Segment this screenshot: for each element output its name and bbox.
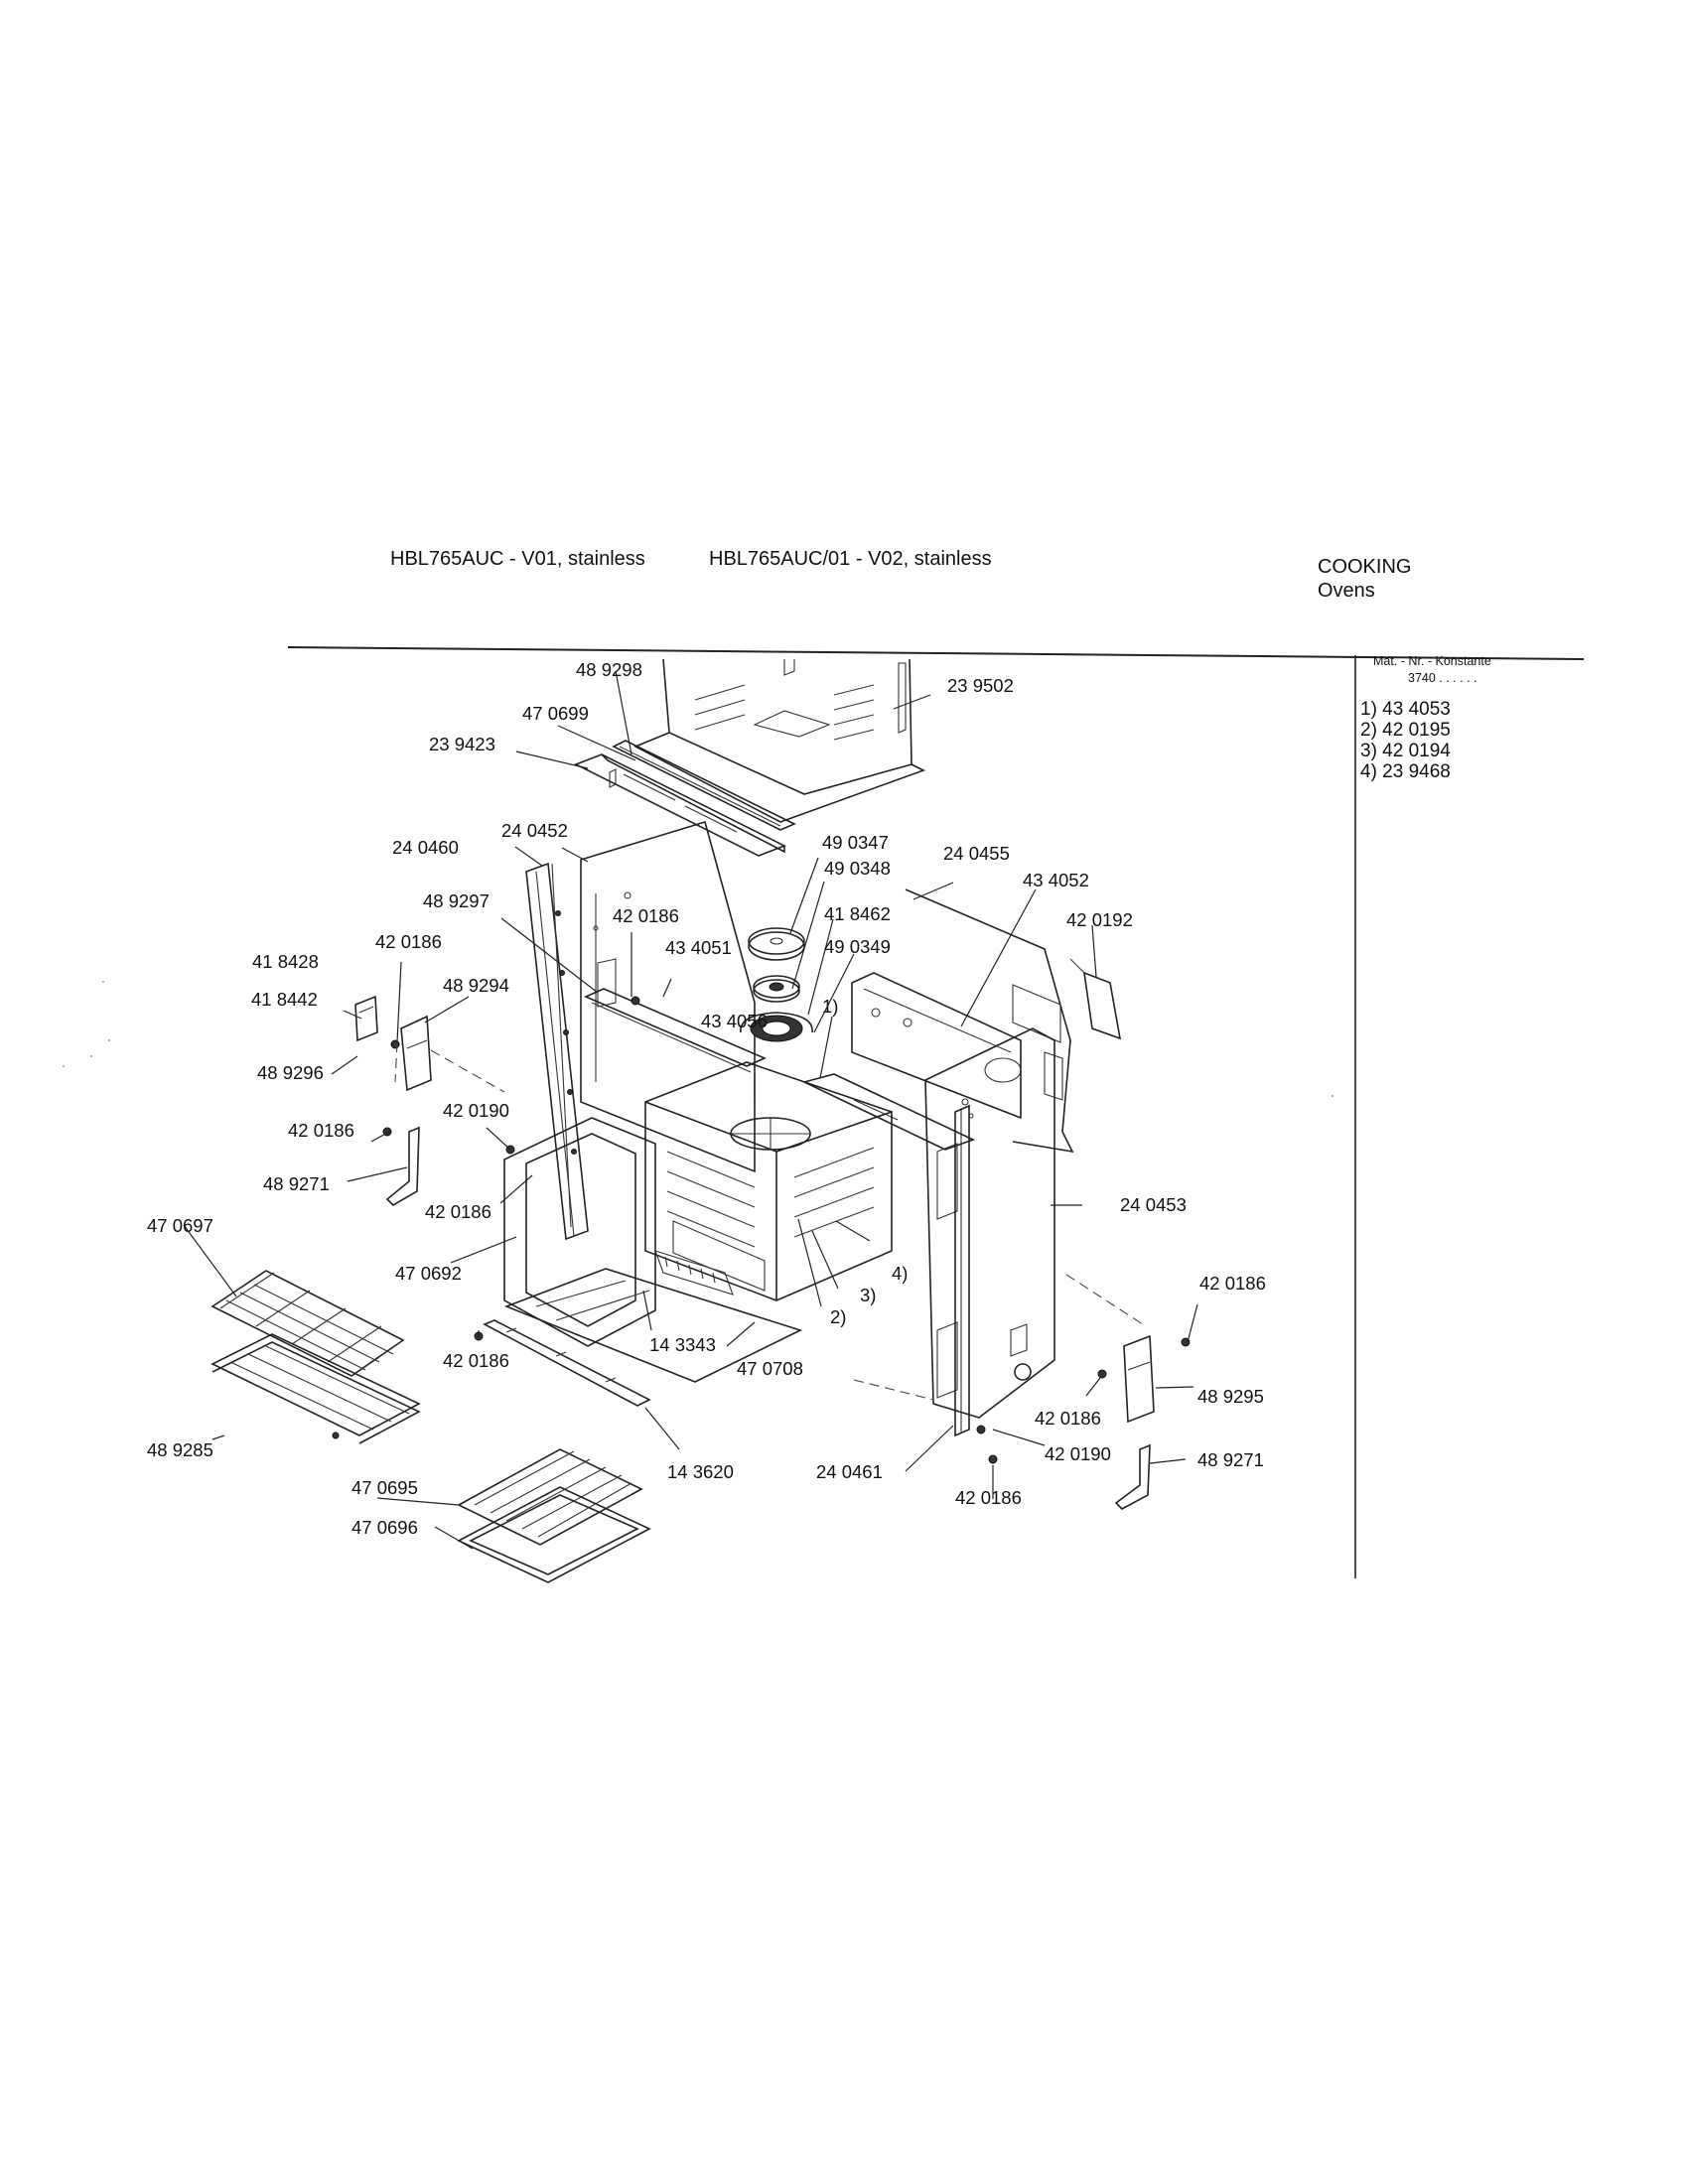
oven-muffle bbox=[644, 1061, 893, 1301]
part-label: 47 0696 bbox=[351, 1517, 418, 1538]
part-label: 47 0708 bbox=[737, 1358, 803, 1379]
part-label: 42 0186 bbox=[443, 1350, 509, 1371]
fan-wheel bbox=[753, 975, 800, 1003]
part-label: 42 0186 bbox=[425, 1201, 491, 1222]
right-front-frame bbox=[954, 1104, 970, 1437]
part-label: 42 0186 bbox=[1035, 1408, 1101, 1429]
constants-heading: Mat. - Nr. - Konstante bbox=[1373, 654, 1491, 668]
front-frame bbox=[503, 1117, 656, 1347]
small-bracket bbox=[1069, 958, 1122, 1040]
part-label: 41 8462 bbox=[824, 903, 891, 924]
screw-icon bbox=[390, 1039, 400, 1049]
part-label: 48 9298 bbox=[576, 659, 642, 680]
part-label: 47 0697 bbox=[147, 1215, 213, 1236]
subcategory-label: Ovens bbox=[1318, 580, 1375, 602]
vent-panel bbox=[574, 753, 786, 857]
part-label: 48 9294 bbox=[443, 975, 509, 996]
part-label: 48 9271 bbox=[1197, 1449, 1264, 1470]
left-hinge-bracket bbox=[400, 1015, 432, 1092]
part-label: 42 0192 bbox=[1066, 909, 1133, 930]
part-label: 24 0460 bbox=[392, 837, 459, 858]
screw-icon bbox=[976, 1425, 986, 1434]
part-label: 47 0695 bbox=[351, 1477, 418, 1498]
part-label: 41 8428 bbox=[252, 951, 319, 972]
side-insulation-panel bbox=[905, 888, 1074, 1154]
leader-lines bbox=[183, 670, 1198, 1550]
fan-cover bbox=[748, 927, 805, 961]
oven-rack-upper bbox=[210, 1270, 405, 1377]
part-label: 24 0453 bbox=[1120, 1194, 1187, 1215]
model-v01-title: HBL765AUC - V01, stainless bbox=[390, 548, 645, 570]
category-label: COOKING bbox=[1318, 556, 1412, 578]
part-label: 48 9296 bbox=[257, 1062, 324, 1083]
scan-artifact-dots bbox=[63, 981, 1333, 1097]
part-label: 47 0699 bbox=[522, 703, 589, 724]
model-v02-title: HBL765AUC/01 - V02, stainless bbox=[709, 548, 992, 570]
part-label: 42 0186 bbox=[375, 931, 442, 952]
front-trim-strip bbox=[483, 1319, 651, 1407]
cross-rail bbox=[584, 988, 767, 1073]
part-label: 43 4056 bbox=[701, 1011, 768, 1031]
part-label: 42 0190 bbox=[443, 1100, 509, 1121]
rear-panel bbox=[580, 820, 756, 1173]
part-label: 42 0186 bbox=[288, 1120, 354, 1141]
part-label: 14 3620 bbox=[667, 1461, 734, 1482]
constant-item: 1) 43 4053 bbox=[1360, 699, 1451, 720]
callout-1-panel bbox=[801, 1073, 976, 1151]
part-label: 48 9271 bbox=[263, 1173, 330, 1194]
part-label: 42 0186 bbox=[613, 905, 679, 926]
oven-rack-lower bbox=[210, 1333, 421, 1444]
part-label: 42 0186 bbox=[955, 1487, 1022, 1508]
part-label: 43 4051 bbox=[665, 937, 732, 958]
broil-pan bbox=[457, 1486, 651, 1583]
right-hinge-bracket bbox=[1123, 1334, 1155, 1424]
screw-icon bbox=[988, 1454, 998, 1464]
part-label: 42 0190 bbox=[1045, 1443, 1111, 1464]
part-label: 24 0461 bbox=[816, 1461, 883, 1482]
trim-strip bbox=[612, 740, 796, 831]
part-label: 14 3343 bbox=[649, 1334, 716, 1355]
part-label: 2) bbox=[830, 1306, 847, 1327]
screw-icon bbox=[1097, 1369, 1107, 1379]
part-label: 42 0186 bbox=[1199, 1273, 1266, 1294]
screw-icon bbox=[631, 996, 640, 1006]
part-label: 47 0692 bbox=[395, 1263, 462, 1284]
constants-subheading: 3740 . . . . . . bbox=[1408, 671, 1477, 685]
insulation-block bbox=[851, 972, 1022, 1120]
part-label: 24 0455 bbox=[943, 843, 1010, 864]
part-label: 3) bbox=[860, 1285, 877, 1305]
left-hinge-receiver bbox=[354, 995, 378, 1042]
left-side-frame bbox=[525, 862, 589, 1241]
broil-pan-grid bbox=[457, 1448, 643, 1546]
part-label: 41 8442 bbox=[251, 989, 318, 1010]
constant-item: 3) 42 0194 bbox=[1360, 741, 1451, 761]
part-label: 23 9502 bbox=[947, 675, 1014, 696]
header-rule bbox=[287, 646, 1585, 660]
right-side-panel bbox=[924, 1027, 1055, 1419]
part-label: 1) bbox=[822, 996, 839, 1017]
part-label: 48 9295 bbox=[1197, 1386, 1264, 1407]
constant-item: 2) 42 0195 bbox=[1360, 720, 1451, 741]
part-label: 49 0349 bbox=[824, 936, 891, 957]
part-label: 49 0348 bbox=[824, 858, 891, 879]
oven-cavity-top bbox=[633, 658, 926, 823]
part-label: 48 9297 bbox=[423, 890, 490, 911]
fan-element bbox=[740, 1012, 813, 1042]
part-label: 23 9423 bbox=[429, 734, 495, 754]
part-label: 43 4052 bbox=[1023, 870, 1089, 890]
right-hinge-arm bbox=[1114, 1443, 1151, 1510]
constant-item: 4) 23 9468 bbox=[1360, 761, 1451, 782]
part-label: 4) bbox=[892, 1263, 909, 1284]
left-hinge-arm bbox=[385, 1126, 420, 1207]
part-label: 48 9285 bbox=[147, 1439, 213, 1460]
bottom-tray bbox=[503, 1250, 803, 1383]
part-label: 24 0452 bbox=[501, 820, 568, 841]
part-label: 49 0347 bbox=[822, 832, 889, 853]
